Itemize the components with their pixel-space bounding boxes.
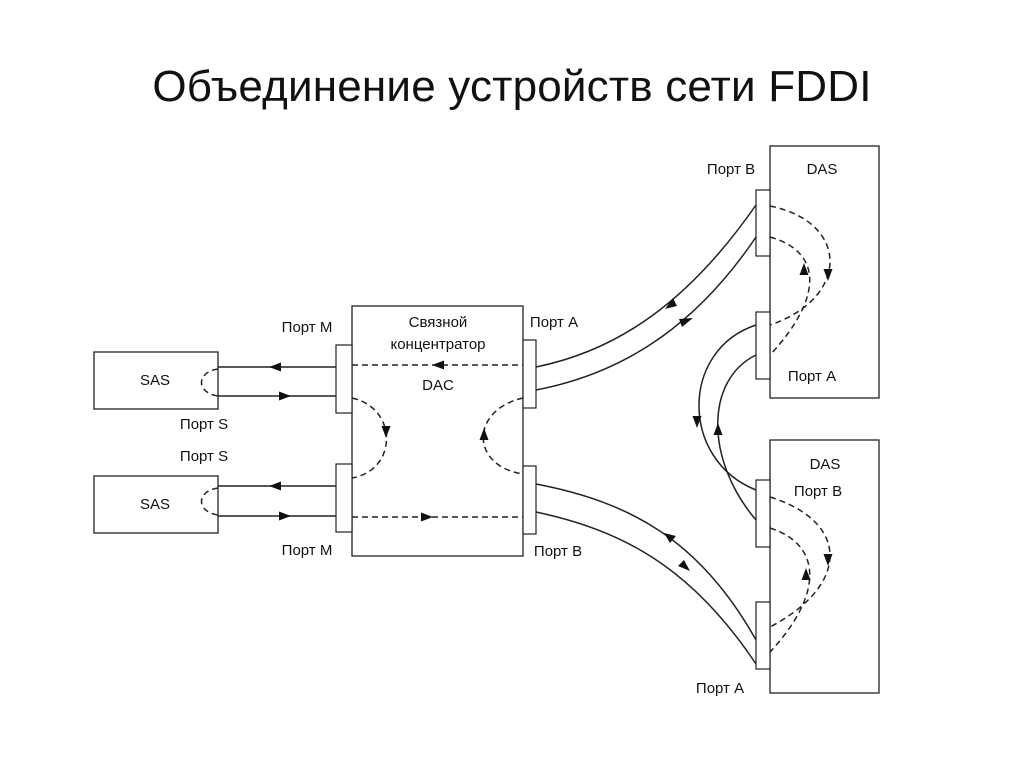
port-m-top-label: Порт M [282,319,333,336]
concentrator-name-line2: концентратор [390,336,485,353]
sas-bottom-label: SAS [140,496,170,513]
das-top-loop-outer [769,205,831,326]
link-a-b-top-1 [535,204,757,368]
sas-top-label: SAS [140,372,170,389]
das-top-port-b-label: Порт B [707,161,755,178]
hub-loop-left [351,397,388,479]
arrow-right-sas-bottom [279,511,291,521]
port-m-bottom-label: Порт M [282,542,333,559]
hub-port-m-top [335,344,353,414]
arrow-das-a-b-2 [713,423,723,435]
sas-top-loop [200,368,219,397]
das-bottom-port-b-label: Порт B [794,483,842,500]
arrow-hub-loop-right [479,428,489,440]
arrow-b-a-bottom-1 [664,533,676,543]
arrow-left-sas-top [269,362,281,372]
arrow-right-sas-top [279,391,291,401]
arrow-hub-loop-left [381,426,391,438]
das-bottom-box [769,439,880,694]
sas-top-box [93,351,219,410]
das-top-loop-inner [769,236,811,356]
arrow-das-a-b-1 [692,416,702,428]
concentrator-name-line1: Связной [409,314,468,331]
arrow-left-sas-bottom [269,481,281,491]
link-das-a-b-1 [698,324,757,491]
port-s-bottom-label: Порт S [180,448,228,465]
sas-bottom-box [93,475,219,534]
das-bottom-label: DAS [810,456,841,473]
arrow-das-top-outer [823,269,833,281]
port-s-top-label: Порт S [180,416,228,433]
link-b-a-bottom-1 [535,483,757,641]
hub-port-a-label: Порт A [530,314,578,331]
das-bottom-port-a-label: Порт A [696,680,744,697]
arrow-a-b-top-2 [679,318,693,327]
arrow-das-bottom-outer [823,554,833,566]
das-bottom-port-a-block [755,601,771,670]
das-top-box [769,145,880,399]
das-bottom-port-b-block [755,479,771,548]
hub-port-m-bottom [335,463,353,533]
arrow-a-b-top-1 [665,298,677,309]
arrow-das-bottom-inner [801,568,811,580]
hub-port-b-label: Порт B [534,543,582,560]
arrow-hub-bottom [421,512,433,522]
das-top-port-a-block [755,311,771,380]
das-top-port-b-block [755,189,771,257]
link-b-a-bottom-2 [535,511,757,665]
link-das-a-b-2 [717,354,757,521]
slide-title: Объединение устройств сети FDDI [152,62,872,111]
concentrator-box [351,305,524,557]
link-a-b-top-2 [535,236,757,391]
das-top-label: DAS [807,161,838,178]
arrow-das-top-inner [799,263,809,275]
concentrator-type-label: DAC [422,377,454,394]
das-top-port-a-label: Порт A [788,368,836,385]
sas-bottom-loop [200,487,219,516]
arrow-hub-top [432,360,444,370]
hub-port-a [522,339,537,409]
hub-port-b [522,465,537,535]
arrow-b-a-bottom-2 [678,560,690,571]
